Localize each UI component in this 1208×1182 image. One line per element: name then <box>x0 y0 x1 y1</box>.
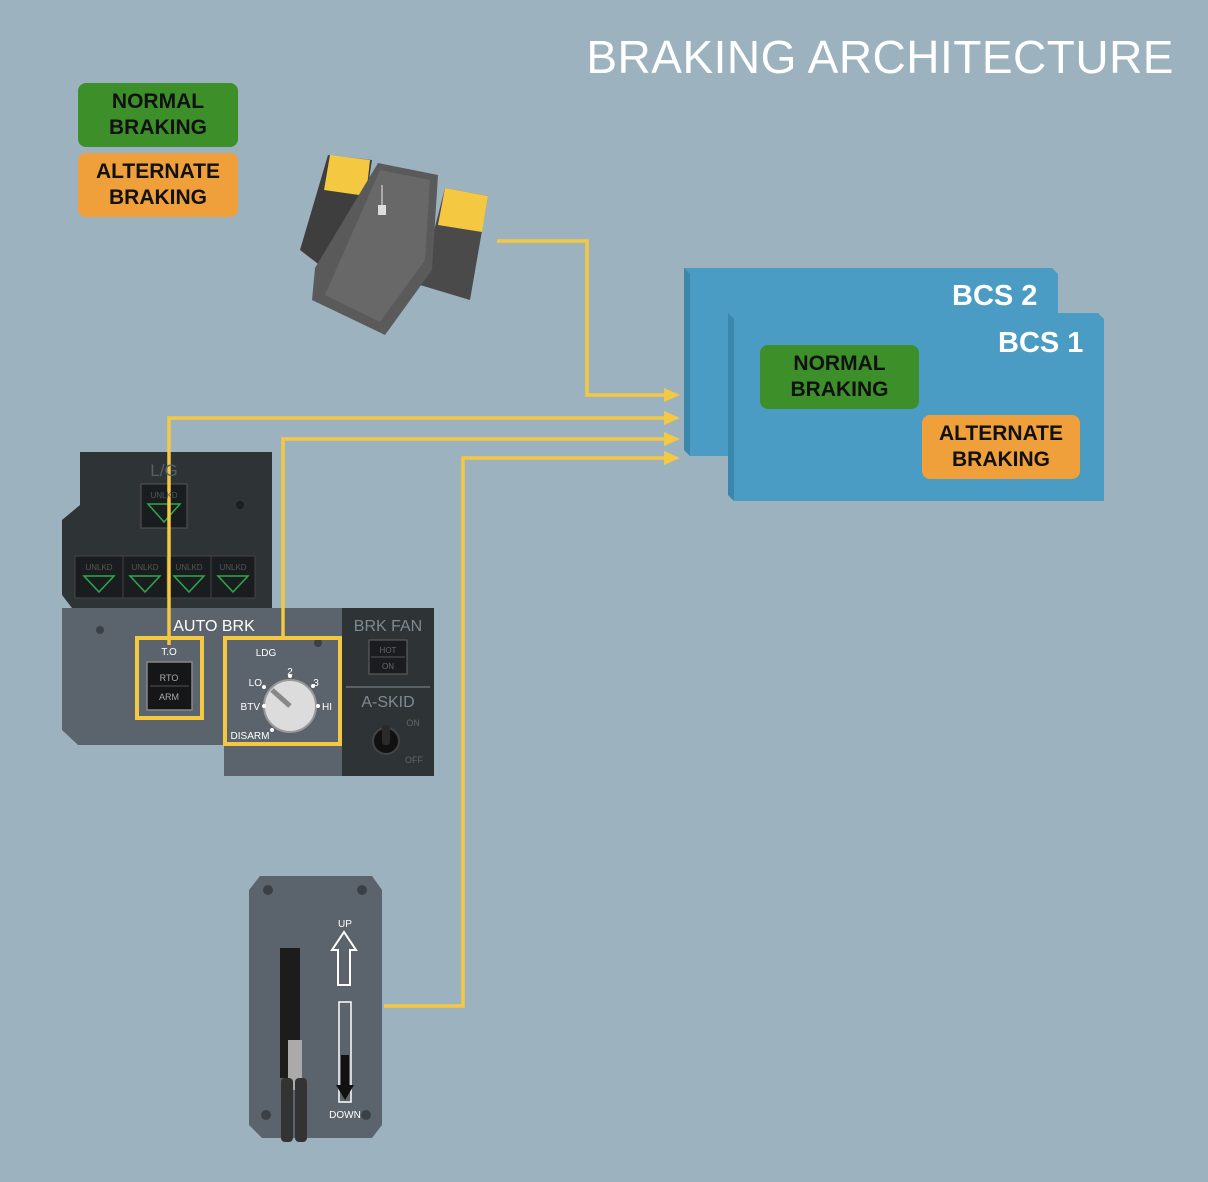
lg-unlkd-4: UNLKD <box>219 563 246 572</box>
a-skid-on: ON <box>406 718 420 728</box>
auto-brk-label: AUTO BRK <box>173 618 255 635</box>
arm-label: ARM <box>159 692 179 702</box>
landing-gear-panel <box>62 452 272 608</box>
gear-lever-panel <box>249 876 382 1142</box>
page-title: BRAKING ARCHITECTURE <box>586 31 1174 83</box>
rto-label: RTO <box>160 673 179 683</box>
bcs1-alternate-braking: ALTERNATE BRAKING <box>922 415 1080 479</box>
bcs1-normal-braking: NORMAL BRAKING <box>760 345 919 409</box>
brk-fan-on: ON <box>382 662 394 671</box>
a-skid-off: OFF <box>405 755 423 765</box>
signal-lines <box>167 239 680 1008</box>
lg-label: L/G <box>150 461 177 480</box>
lg-unlkd-3: UNLKD <box>175 563 202 572</box>
legend-normal-braking: NORMAL BRAKING <box>78 83 238 147</box>
brk-fan-hot: HOT <box>380 646 397 655</box>
lg-unlkd-center: UNLKD <box>150 491 177 500</box>
hi-label: HI <box>322 702 332 713</box>
a-skid-label: A-SKID <box>361 694 414 711</box>
brk-fan-label: BRK FAN <box>354 618 422 635</box>
ldg-label: LDG <box>256 648 277 659</box>
gear-down-label: DOWN <box>329 1110 361 1121</box>
brake-pedals-icon <box>300 155 488 335</box>
pos3-label: 3 <box>313 678 319 689</box>
legend-alternate-braking: ALTERNATE BRAKING <box>78 153 238 217</box>
bcs2-label: BCS 2 <box>952 280 1038 312</box>
lg-unlkd-1: UNLKD <box>85 563 112 572</box>
pos2-label: 2 <box>287 667 293 678</box>
bcs1-label: BCS 1 <box>998 327 1084 359</box>
lg-unlkd-2: UNLKD <box>131 563 158 572</box>
to-label: T.O <box>161 647 177 658</box>
lo-label: LO <box>249 678 263 689</box>
btv-label: BTV <box>241 702 261 713</box>
gear-up-label: UP <box>338 919 352 930</box>
brk-fan-askid-panel <box>342 608 434 776</box>
disarm-label: DISARM <box>231 731 270 742</box>
